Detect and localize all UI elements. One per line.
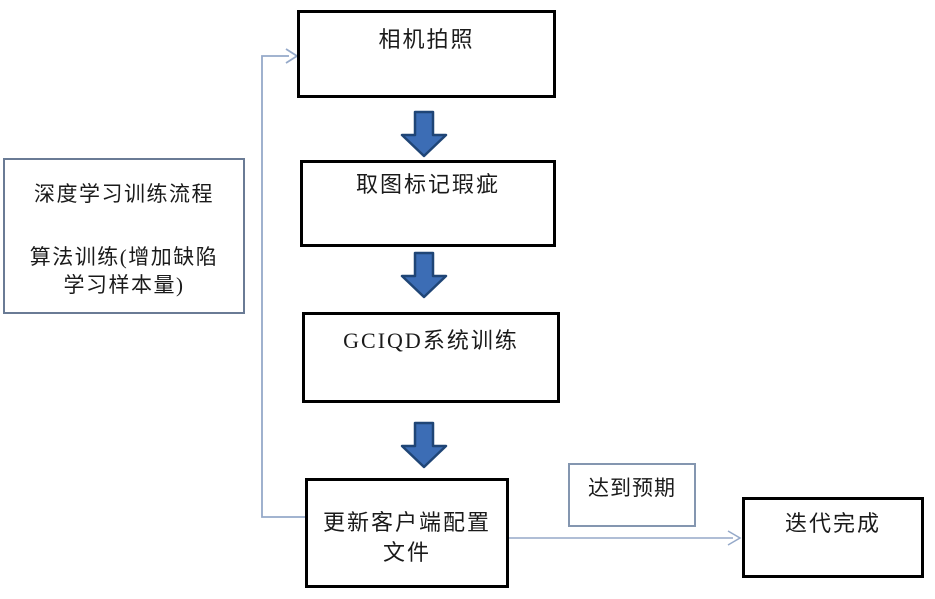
step-iteration-complete-label: 迭代完成 bbox=[784, 511, 881, 536]
condition-label: 达到预期 bbox=[588, 476, 676, 500]
down-arrow-icon bbox=[400, 110, 448, 158]
step-camera-capture: 相机拍照 bbox=[297, 10, 556, 98]
down-arrow-icon bbox=[400, 251, 448, 299]
step-camera-capture-label: 相机拍照 bbox=[378, 27, 475, 52]
step-update-config-label-line2: 文件 bbox=[382, 539, 431, 565]
step-system-training: GCIQD系统训练 bbox=[302, 312, 560, 403]
step-update-config: 更新客户端配置 文件 bbox=[305, 478, 509, 588]
condition-label-box: 达到预期 bbox=[568, 463, 696, 527]
result-arrowhead-icon bbox=[727, 530, 742, 546]
step-system-training-label: GCIQD系统训练 bbox=[343, 328, 519, 353]
feedback-loop-line bbox=[261, 55, 305, 518]
step-mark-defects-label: 取图标记瑕疵 bbox=[355, 172, 500, 197]
step-iteration-complete: 迭代完成 bbox=[742, 497, 924, 578]
feedback-loop-arrowhead-icon bbox=[285, 48, 299, 64]
side-note-box: 深度学习训练流程 算法训练(增加缺陷 学习样本量) bbox=[3, 158, 245, 314]
side-note-title: 深度学习训练流程 bbox=[34, 182, 214, 207]
step-mark-defects: 取图标记瑕疵 bbox=[300, 160, 556, 247]
down-arrow-icon bbox=[400, 421, 448, 469]
side-note-line2: 算法训练(增加缺陷 bbox=[29, 244, 219, 269]
side-note-line3: 学习样本量) bbox=[63, 273, 185, 298]
step-update-config-label-line1: 更新客户端配置 bbox=[322, 509, 491, 535]
